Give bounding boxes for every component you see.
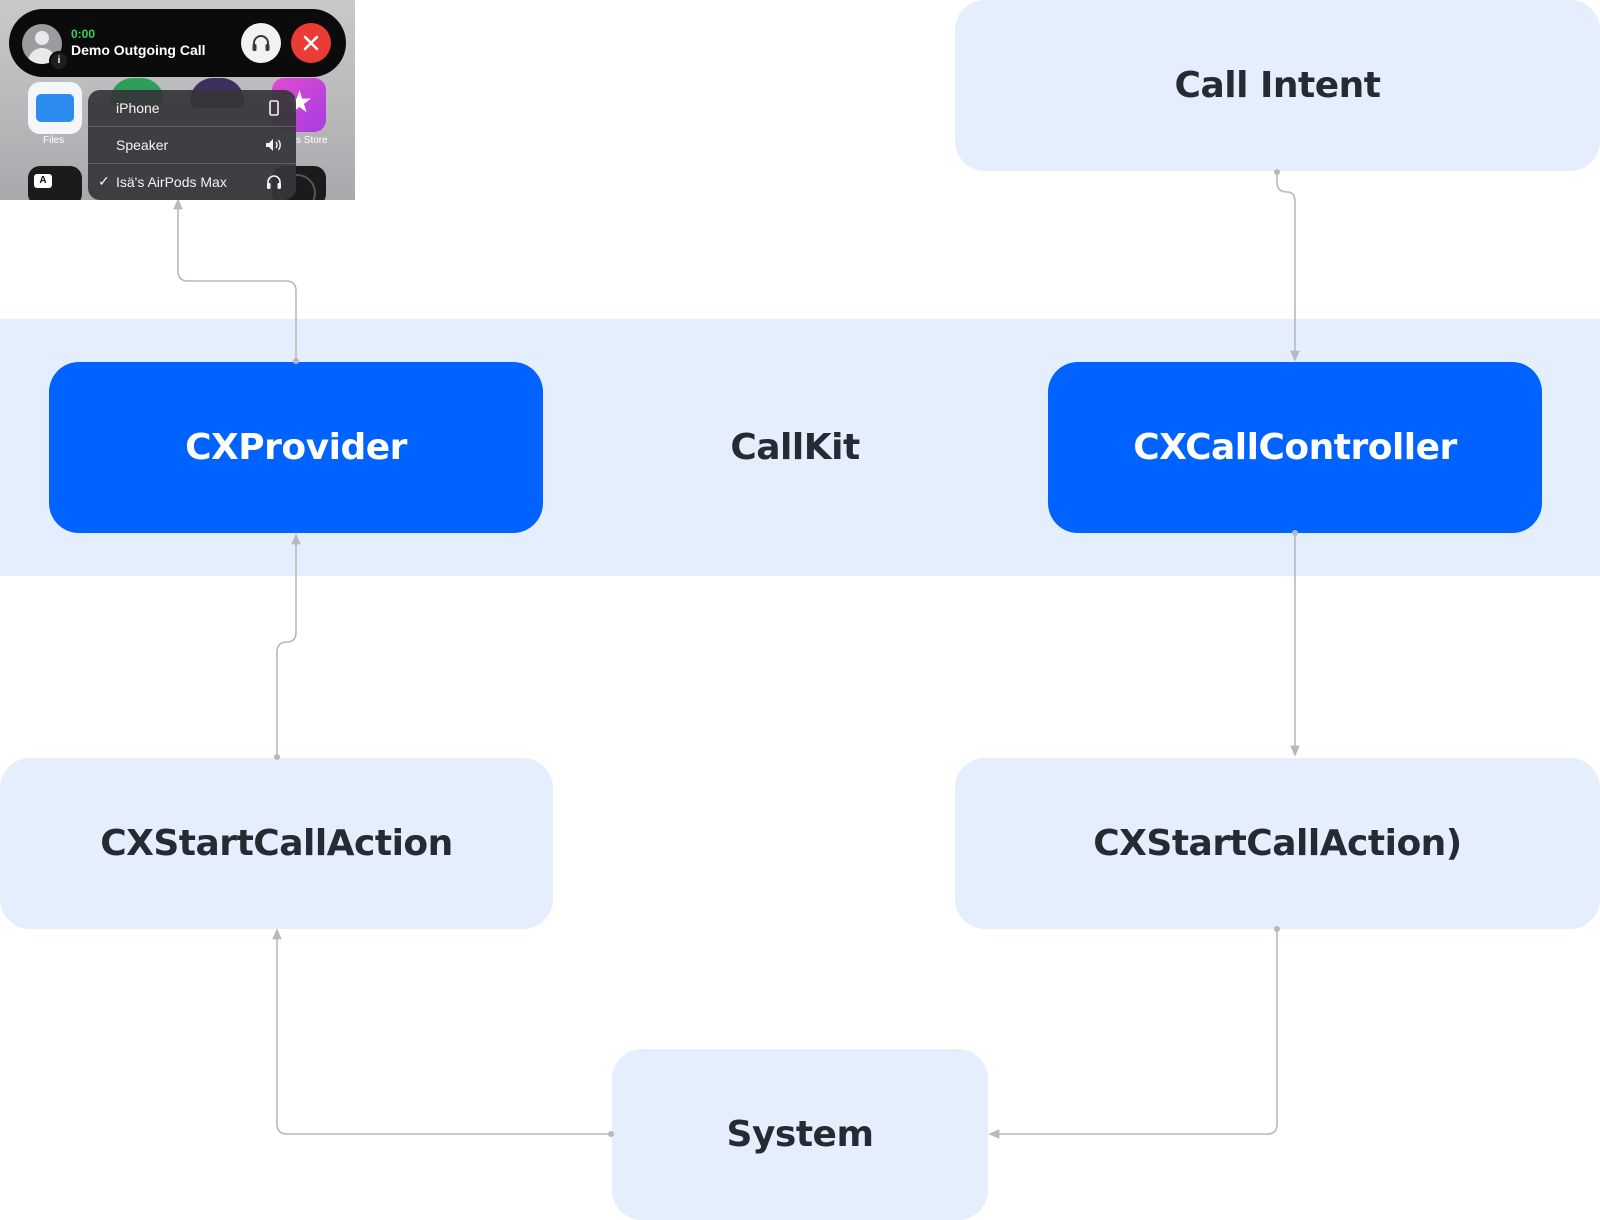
headphones-icon bbox=[267, 175, 281, 189]
route-item-iphone[interactable]: iPhone bbox=[88, 90, 296, 126]
route-label: iPhone bbox=[116, 100, 160, 116]
call-timer: 0:00 bbox=[71, 27, 96, 41]
start-call-action-right-node: CXStartCallAction) bbox=[955, 758, 1600, 929]
checkmark-icon: ✓ bbox=[98, 173, 110, 189]
info-badge: i bbox=[49, 51, 69, 71]
call-intent-node: Call Intent bbox=[955, 0, 1600, 171]
files-app-icon bbox=[28, 82, 82, 134]
connector-action-right-to-system bbox=[988, 929, 1278, 1139]
files-app-label: Files bbox=[43, 135, 65, 146]
call-banner[interactable]: i 0:00 Demo Outgoing Call bbox=[9, 9, 346, 77]
translate-app-icon: A bbox=[28, 166, 82, 200]
route-label: Isä's AirPods Max bbox=[116, 174, 227, 190]
start-call-action-left-node: CXStartCallAction bbox=[0, 758, 553, 929]
headphones-icon bbox=[252, 35, 270, 51]
end-call-button[interactable] bbox=[291, 23, 331, 63]
route-label: Speaker bbox=[116, 137, 169, 153]
route-item-airpods[interactable]: ✓ Isä's AirPods Max bbox=[88, 164, 296, 200]
audio-route-button[interactable] bbox=[241, 23, 281, 63]
phone-icon bbox=[269, 100, 279, 116]
cxprovider-node: CXProvider bbox=[49, 362, 543, 533]
system-node: System bbox=[612, 1049, 988, 1220]
route-divider bbox=[88, 126, 296, 127]
cxcallcontroller-node: CXCallController bbox=[1048, 362, 1542, 533]
call-name: Demo Outgoing Call bbox=[71, 42, 206, 58]
phone-screenshot: Files ★ s Store A i 0:00 Demo Outgoing C… bbox=[0, 0, 355, 200]
connector-system-to-action-left bbox=[272, 928, 611, 1135]
close-icon bbox=[303, 35, 319, 51]
route-item-speaker[interactable]: Speaker bbox=[88, 127, 296, 163]
audio-route-menu: iPhone Speaker ✓ Isä's AirPods Max bbox=[88, 90, 296, 200]
speaker-icon bbox=[266, 139, 281, 151]
callkit-label: CallKit bbox=[730, 426, 860, 468]
route-divider bbox=[88, 163, 296, 164]
store-app-label: s Store bbox=[296, 135, 328, 146]
